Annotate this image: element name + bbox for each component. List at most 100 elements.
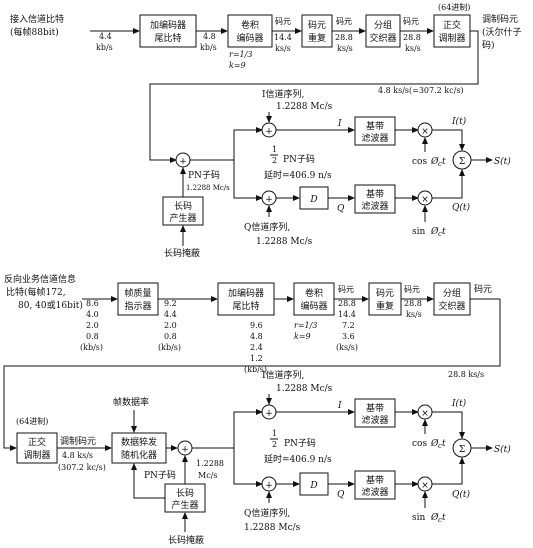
bot-bbf-q-box	[354, 470, 396, 500]
bot-burst-randomizer-l1: 数据猝发	[121, 436, 157, 448]
top-rate-walsh: 4.8 ks/s(=307.2 kc/s)	[378, 86, 464, 95]
top-rate-in-2: kb/s	[96, 43, 113, 52]
bot-frame-quality-l1: 帧质量	[124, 287, 151, 299]
bot-orth-modulator-l2: 调制器	[23, 449, 50, 461]
bot-bbf-q-l1: 基带	[366, 474, 384, 486]
top-rate-interleave-2: 28.8	[403, 33, 421, 42]
bot-input-l3: 80, 40或16bit)	[18, 299, 83, 311]
bot-symbol-repeat-l2: 重复	[376, 300, 394, 312]
top-path-q-sum	[432, 169, 465, 199]
bot-rate-in-4: 0.8	[86, 332, 99, 341]
top-conv-encoder-box	[227, 14, 273, 48]
bot-q-label: Q	[337, 490, 345, 500]
bot-rate-in-1: 8.6	[86, 299, 99, 308]
top-orth-modulator-box	[433, 14, 471, 48]
top-bbf-q-box	[354, 184, 396, 214]
top-sin-omega: Ø	[430, 226, 439, 237]
bot-path-q-sum	[432, 457, 465, 485]
bot-frame-quality-box	[117, 282, 159, 316]
bot-rate-conv-2: 28.8	[338, 299, 356, 308]
top-conv-encoder-l2: 编码器	[236, 32, 263, 44]
bot-rate-tail-5: (kb/s)	[244, 365, 267, 374]
top-s-t: S(t)	[494, 156, 511, 167]
top-mult-q-symbol: ×	[421, 195, 429, 205]
bot-half-label: PN子码	[284, 438, 316, 449]
bot-pn-rate-1: 1.2288	[196, 459, 224, 468]
top-interleaver-l1: 分组	[374, 19, 392, 31]
top-cos-tt: t	[442, 157, 446, 167]
top-i-seq-l1: I信道序列,	[262, 88, 304, 100]
bot-symbol-repeat-box	[368, 282, 402, 316]
bot-conv-param-r: r=1/3	[294, 321, 317, 330]
bot-q-seq-l2: 1.2288 Mc/s	[244, 523, 301, 533]
bot-rate-conv-3: 14.4	[338, 310, 356, 319]
top-rate-conv-1: 码元	[275, 17, 291, 26]
top-conv-param-r: r=1/3	[229, 50, 252, 59]
top-encoder-tail-l1: 加编码器	[150, 19, 186, 31]
top-pn-chip-rate: 1.2288 Mc/s	[186, 184, 230, 192]
bot-half-den: 2	[272, 440, 277, 449]
bot-rate-tail-3: 2.4	[250, 343, 263, 352]
top-sin-c: c	[438, 230, 442, 238]
top-rate-interleave-1: 码元	[403, 17, 419, 26]
bot-cos-c: c	[438, 442, 442, 450]
top-q-seq-l2: 1.2288 Mc/s	[256, 237, 313, 247]
bot-rate-fq-3: 2.0	[164, 321, 177, 330]
top-cos-omega: Ø	[430, 156, 439, 167]
bot-path-i-sum	[432, 411, 465, 439]
bot-conv-param-k: k=9	[294, 332, 311, 341]
bot-rate-tail-4: 1.2	[250, 354, 263, 363]
top-q-t: Q(t)	[452, 202, 471, 213]
bot-mult-i-symbol: ×	[421, 409, 429, 419]
bot-pn-rate-2: Mc/s	[198, 471, 217, 480]
bot-xor-pn-symbol: +	[181, 445, 189, 455]
bot-rate-in-2: 4.0	[86, 310, 99, 319]
bot-pn-chip: PN子码	[144, 470, 176, 481]
top-bbf-i-l2: 滤波器	[361, 132, 388, 144]
bot-rate-conv-4: 7.2	[342, 321, 355, 330]
top-i-label: I	[337, 119, 342, 129]
bot-mod-symbol-l3: (307.2 kc/s)	[58, 463, 106, 472]
bot-interleaver-l2: 交织器	[438, 300, 465, 312]
bot-arrow-long-code-burst	[131, 463, 165, 499]
top-symbol-repeat-l1: 码元	[308, 20, 326, 31]
bot-s-t: S(t)	[494, 444, 511, 455]
top-path-orth-to-sum	[149, 30, 479, 163]
bot-orth-modulator-l1: 正交	[28, 436, 46, 448]
top-i-t: I(t)	[451, 116, 467, 127]
bot-rate-conv-1: 码元	[338, 285, 354, 294]
bot-cos: cos	[412, 439, 427, 449]
bot-conv-encoder-l2: 编码器	[300, 300, 327, 312]
bot-rate-tail-2: 4.8	[250, 332, 263, 341]
bot-encoder-tail-box	[217, 282, 275, 316]
top-half-label: PN子码	[283, 154, 315, 165]
bot-rate-fq-4: 0.8	[164, 332, 177, 341]
bot-mod-symbol-l1: 调制码元	[60, 435, 96, 447]
top-mod-symbol-l2: (沃尔什子	[482, 26, 522, 38]
bot-half-num: 1	[272, 429, 277, 438]
bot-orth-modulator-box	[16, 432, 58, 464]
bot-input-l1: 反向业务信道信息	[4, 273, 76, 285]
bot-conv-encoder-box	[293, 282, 335, 316]
bot-rate-fq-5: (kb/s)	[158, 343, 181, 352]
bot-rate-repeat-3: ks/s	[406, 310, 422, 319]
bot-i-label: I	[337, 401, 342, 411]
top-diagram: 接入信道比特 (每帧88bit) 4.4 kb/s 加编码器 尾比特 4.8 k…	[10, 2, 522, 259]
top-rate-tail-1: 4.8	[203, 32, 216, 41]
bot-line-to-q	[233, 448, 263, 487]
bottom-diagram: 反向业务信道信息 比特(每帧172, 80, 40或16bit) 8.6 4.0…	[3, 273, 511, 546]
top-mod-symbol-l3: 码)	[482, 40, 495, 51]
top-xor-q-symbol: +	[265, 195, 273, 205]
bot-symbol-repeat-l1: 码元	[376, 288, 394, 299]
bot-cos-omega: Ø	[430, 438, 439, 449]
bot-xor-q-symbol: +	[265, 481, 273, 491]
bot-sin-c: c	[438, 516, 442, 524]
top-half-num: 1	[272, 145, 277, 154]
top-xor-pn-symbol: +	[179, 157, 187, 167]
top-line-to-i	[233, 127, 263, 160]
bot-bbf-q-l2: 滤波器	[361, 486, 388, 498]
top-interleaver-l2: 交织器	[369, 32, 396, 44]
top-xor-i-symbol: +	[265, 127, 273, 137]
top-long-code-gen-l2: 产生器	[169, 212, 196, 224]
